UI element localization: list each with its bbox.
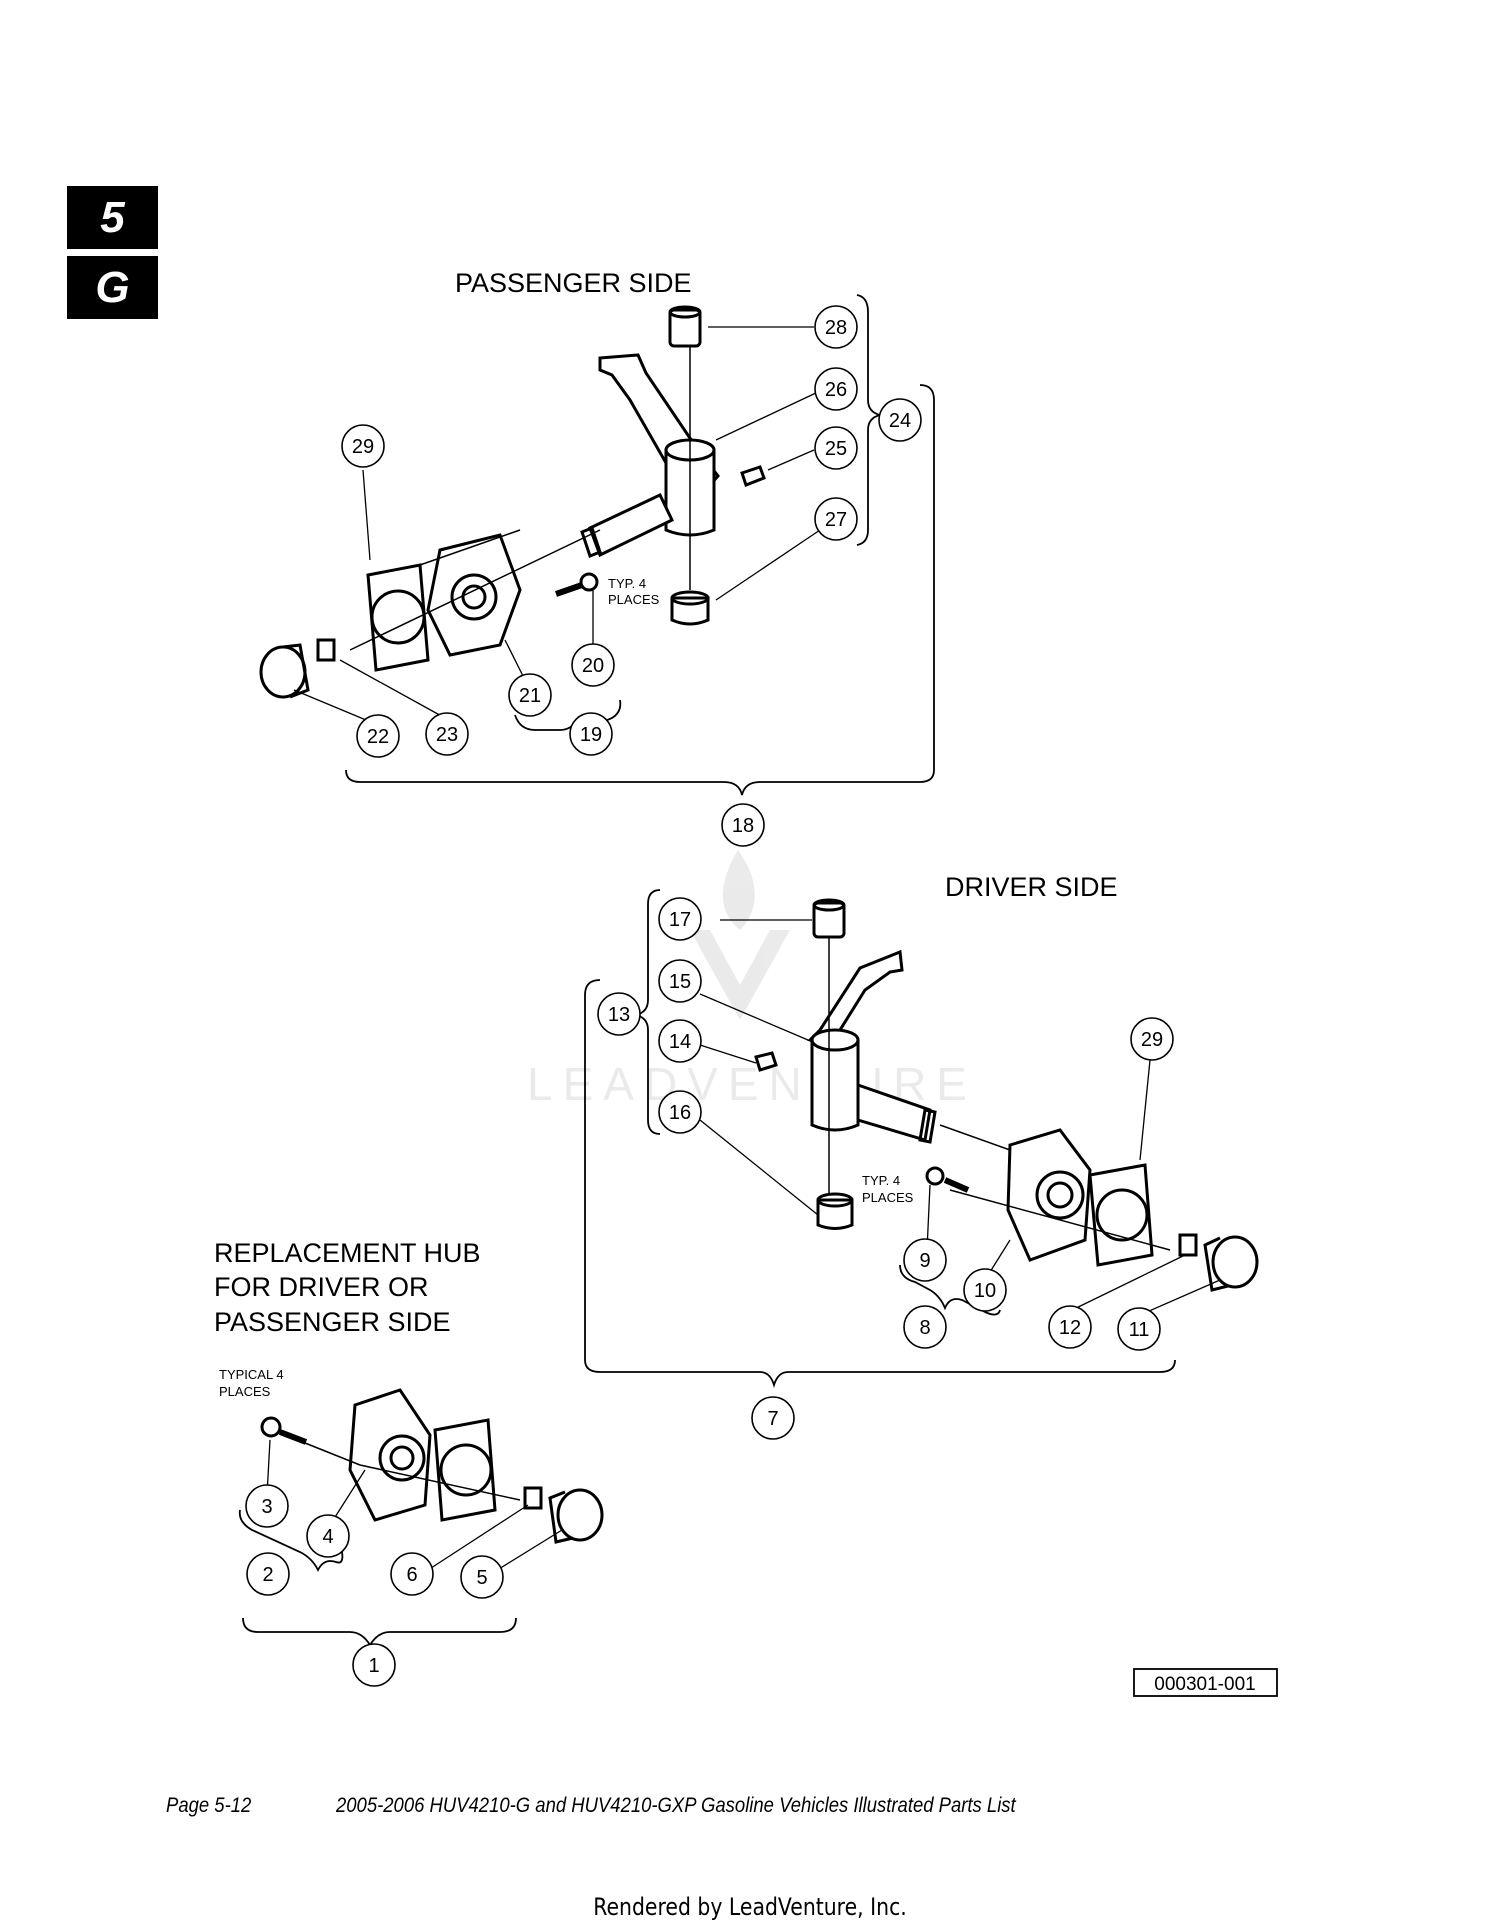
callout-20: 20 <box>571 643 615 687</box>
svg-text:4: 4 <box>322 1526 333 1548</box>
callout-1: 1 <box>352 1643 396 1687</box>
svg-text:11: 11 <box>1129 1319 1150 1341</box>
svg-text:18: 18 <box>732 815 754 837</box>
svg-text:28: 28 <box>825 317 847 339</box>
callout-10: 10 <box>963 1268 1007 1312</box>
callout-22: 22 <box>356 714 400 758</box>
callout-15: 15 <box>658 959 702 1003</box>
callout-12: 12 <box>1048 1305 1092 1349</box>
svg-text:20: 20 <box>582 655 604 677</box>
svg-text:15: 15 <box>669 971 691 993</box>
callout-29-driver: 29 <box>1130 1017 1174 1061</box>
svg-text:29: 29 <box>352 436 374 458</box>
svg-text:26: 26 <box>825 379 847 401</box>
callout-5: 5 <box>460 1555 504 1599</box>
typical4-label-2: PLACES <box>219 1384 271 1399</box>
svg-text:10: 10 <box>974 1280 996 1302</box>
callout-27: 27 <box>814 497 858 541</box>
grouping-brackets <box>238 294 1176 1647</box>
passenger-spindle-assembly <box>259 305 766 699</box>
svg-text:16: 16 <box>669 1102 691 1124</box>
watermark-logo <box>690 850 790 1020</box>
callout-3: 3 <box>245 1484 289 1528</box>
callout-21: 21 <box>508 673 552 717</box>
callout-16: 16 <box>658 1090 702 1134</box>
footer-document-title: 2005-2006 HUV4210-G and HUV4210-GXP Gaso… <box>336 1794 1016 1817</box>
callout-23: 23 <box>425 712 469 756</box>
typ4-label-passenger-1: TYP. 4 <box>608 576 646 591</box>
typ4-label-driver-2: PLACES <box>862 1190 914 1205</box>
callout-11: 11 <box>1117 1307 1161 1351</box>
callout-29-passenger: 29 <box>341 424 385 468</box>
svg-text:12: 12 <box>1059 1317 1081 1339</box>
callout-17: 17 <box>658 897 702 941</box>
replacement-hub-assembly <box>260 1388 604 1544</box>
passenger-side-label: PASSENGER SIDE <box>455 268 692 298</box>
callout-24: 24 <box>878 398 922 442</box>
callout-2: 2 <box>246 1552 290 1596</box>
footer-page-number: Page 5-12 <box>166 1794 252 1817</box>
figure-id: 000301-001 <box>1133 1668 1278 1697</box>
callouts: 28 26 24 25 27 29 20 21 22 23 19 18 17 1… <box>245 305 1174 1687</box>
svg-text:25: 25 <box>825 438 847 460</box>
callout-28: 28 <box>814 305 858 349</box>
svg-text:17: 17 <box>669 909 691 931</box>
callout-26: 26 <box>814 367 858 411</box>
callout-9: 9 <box>903 1238 947 1282</box>
leader-lines <box>266 326 1221 1573</box>
svg-text:22: 22 <box>367 726 389 748</box>
svg-text:13: 13 <box>608 1004 630 1026</box>
callout-7: 7 <box>751 1396 795 1440</box>
svg-text:24: 24 <box>889 410 911 432</box>
svg-text:5: 5 <box>476 1567 487 1589</box>
driver-side-label: DRIVER SIDE <box>945 872 1118 902</box>
typ4-label-driver-1: TYP. 4 <box>862 1173 900 1188</box>
typical4-label-1: TYPICAL 4 <box>219 1367 284 1382</box>
svg-text:2: 2 <box>262 1564 273 1586</box>
svg-text:19: 19 <box>580 724 602 746</box>
callout-4: 4 <box>306 1514 350 1558</box>
svg-text:29: 29 <box>1141 1029 1163 1051</box>
replacement-hub-label-3: PASSENGER SIDE <box>214 1307 451 1337</box>
callout-19: 19 <box>569 712 613 756</box>
svg-text:9: 9 <box>919 1250 930 1272</box>
callout-8: 8 <box>903 1305 947 1349</box>
svg-text:6: 6 <box>406 1564 417 1586</box>
callout-6: 6 <box>390 1552 434 1596</box>
replacement-hub-label-1: REPLACEMENT HUB <box>214 1238 481 1268</box>
rendered-by-credit: Rendered by LeadVenture, Inc. <box>593 1893 907 1921</box>
svg-text:1: 1 <box>368 1655 379 1677</box>
replacement-hub-label-2: FOR DRIVER OR <box>214 1272 429 1302</box>
callout-25: 25 <box>814 426 858 470</box>
svg-text:8: 8 <box>919 1317 930 1339</box>
typ4-label-passenger-2: PLACES <box>608 592 660 607</box>
svg-text:7: 7 <box>767 1408 778 1430</box>
svg-text:3: 3 <box>261 1496 272 1518</box>
callout-18: 18 <box>721 803 765 847</box>
driver-spindle-assembly <box>754 898 1259 1292</box>
callout-14: 14 <box>658 1019 702 1063</box>
svg-text:27: 27 <box>825 509 847 531</box>
svg-text:21: 21 <box>519 685 541 707</box>
section-tab-g: G <box>67 256 158 319</box>
svg-text:000301-001: 000301-001 <box>1154 1674 1255 1695</box>
svg-text:23: 23 <box>436 724 458 746</box>
section-tab-5: 5 <box>67 186 158 249</box>
callout-13: 13 <box>597 992 641 1036</box>
svg-text:14: 14 <box>669 1031 691 1053</box>
